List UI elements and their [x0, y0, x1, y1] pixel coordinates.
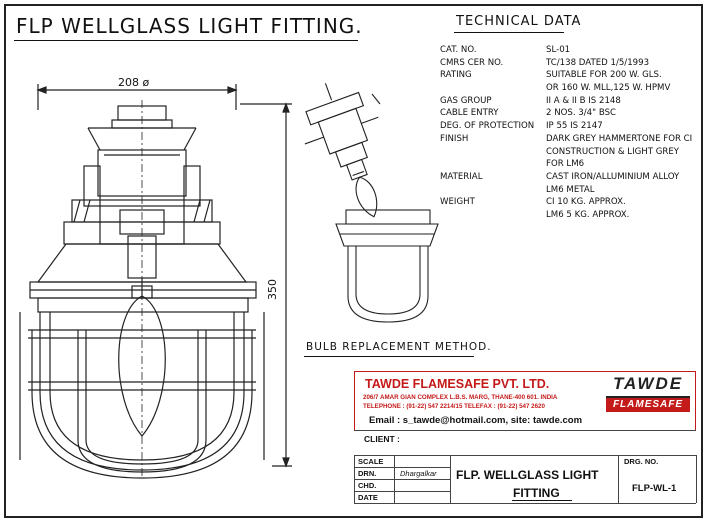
drawing-sheet	[4, 4, 703, 518]
logo-banner: FLAMESAFE	[606, 398, 690, 412]
spec-value: CONSTRUCTION & LIGHT GREY	[546, 146, 680, 157]
spec-value: FOR LM6	[546, 159, 585, 170]
company-logo: TAWDE FLAMESAFE	[606, 374, 690, 414]
spec-key: GAS GROUP	[440, 95, 492, 106]
company-name: TAWDE FLAMESAFE PVT. LTD.	[365, 377, 550, 391]
company-address: 206/7 AMAR GIAN COMPLEX L.B.S. MARG, THA…	[363, 394, 558, 401]
spec-value: TC/138 DATED 1/5/1993	[546, 57, 650, 68]
spec-value: OR 160 W. MLL,125 W. HPMV	[546, 83, 671, 94]
spec-value: DARK GREY HAMMERTONE FOR CI	[546, 133, 693, 144]
company-telephone: TELEPHONE : (91-22) 547 2214/15 TELEFAX …	[363, 403, 545, 410]
bulb-replacement-caption: BULB REPLACEMENT METHOD.	[306, 341, 492, 353]
spec-value: IP 55 IS 2147	[546, 121, 603, 132]
spec-value: CI 10 KG. APPROX.	[546, 197, 626, 208]
spec-key: DEG. OF PROTECTION	[440, 121, 535, 132]
client-top-rule	[354, 430, 696, 431]
spec-key: CABLE ENTRY	[440, 108, 499, 119]
technical-data-heading: TECHNICAL DATA	[456, 14, 582, 29]
spec-value: CAST IRON/ALLUMINIUM ALLOY	[546, 171, 680, 182]
spec-key: WEIGHT	[440, 197, 475, 208]
spec-key: RATING	[440, 70, 472, 81]
spec-key: CAT. NO.	[440, 45, 477, 55]
drg-no-value: FLP-WL-1	[632, 483, 677, 494]
drg-no-label: DRG. NO.	[624, 457, 659, 466]
spec-value: SUITABLE FOR 200 W. GLS.	[546, 70, 662, 81]
title-block-drawing-subtitle: FITTING	[513, 486, 560, 500]
title-underline	[14, 40, 358, 41]
grid-top-rule	[354, 455, 696, 456]
width-dimension-label: 208 ø	[118, 76, 150, 89]
date-label: DATE	[358, 493, 378, 502]
drn-value: Dhargalkar	[400, 469, 437, 478]
spec-value: LM6 5 KG. APPROX.	[546, 209, 630, 220]
drn-label: DRN.	[358, 469, 377, 478]
client-label: CLIENT :	[364, 434, 400, 444]
logo-wordmark: TAWDE	[606, 374, 690, 398]
spec-value: 2 NOS. 3/4" BSC	[546, 108, 617, 119]
drawing-title: FLP WELLGLASS LIGHT FITTING.	[16, 14, 363, 38]
spec-key: FINISH	[440, 133, 469, 144]
title-block-drawing-title: FLP. WELLGLASS LIGHT	[456, 468, 599, 482]
spec-key: MATERIAL	[440, 171, 483, 182]
title-block-underline	[512, 500, 572, 501]
bulb-caption-underline	[304, 356, 474, 357]
technical-data-underline	[454, 32, 564, 33]
spec-value: LM6 METAL	[546, 184, 595, 195]
scale-label: SCALE	[358, 457, 384, 466]
spec-value: SL-01	[546, 45, 571, 55]
chd-label: CHD.	[358, 481, 377, 490]
company-email: Email : s_tawde@hotmail.com, site: tawde…	[369, 415, 583, 426]
title-block-grid: SCALE DRN. Dhargalkar CHD. DATE DRG. NO.…	[354, 455, 697, 504]
spec-key: CMRS CER NO.	[440, 57, 504, 68]
spec-value: II A & II B IS 2148	[546, 95, 621, 106]
